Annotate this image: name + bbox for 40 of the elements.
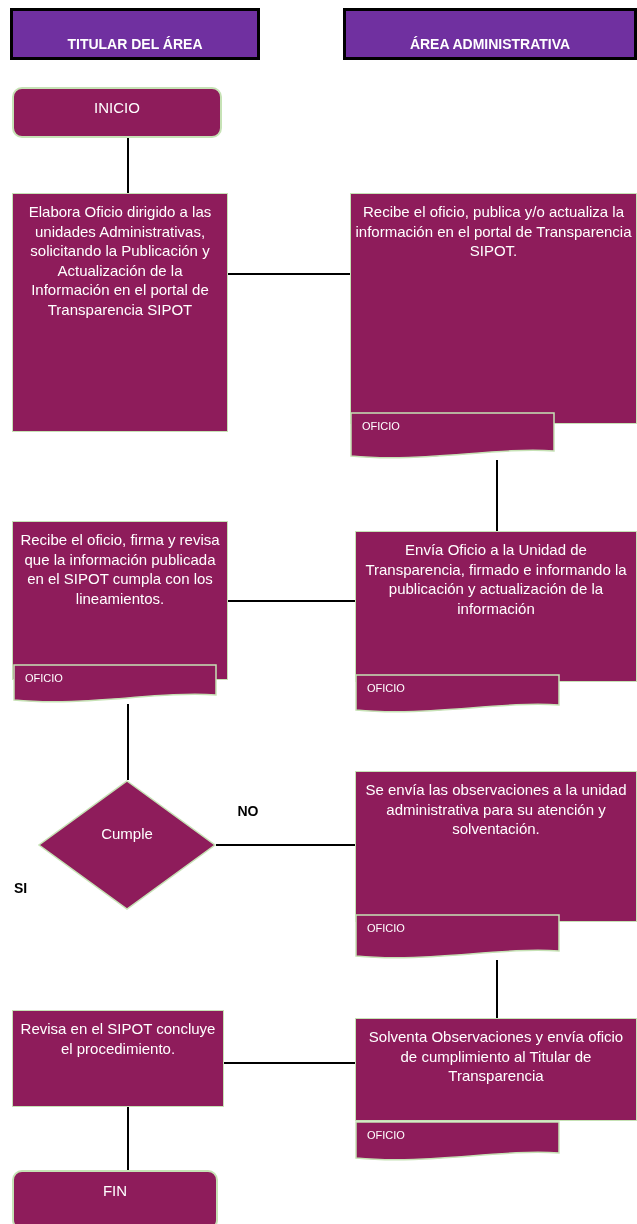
connector-line xyxy=(223,1062,356,1064)
node-text: INICIO xyxy=(94,99,140,117)
connector-line xyxy=(215,844,356,846)
node-text: TITULAR DEL ÁREA xyxy=(67,36,203,53)
connector-line xyxy=(227,600,356,602)
connector-line xyxy=(227,273,351,275)
connector-line xyxy=(496,459,498,532)
connector-line xyxy=(127,137,129,194)
decision-diamond xyxy=(38,780,216,910)
node-text: Revisa en el SIPOT concluye el procedimiento. xyxy=(19,1019,217,1058)
node-text: Recibe el oficio, publica y/o actualiza la información en el portal de Transparencia SIPOT. xyxy=(355,202,632,261)
document-shape xyxy=(355,1121,560,1162)
lane-header xyxy=(10,8,260,60)
terminator-box xyxy=(12,87,222,138)
node-text: Envía Oficio a la Unidad de Transparencia, firmado e informando la publicación y actualización de la información xyxy=(364,540,628,618)
edge-label: NO xyxy=(235,803,261,819)
connector-line xyxy=(127,1106,129,1171)
node-text: OFICIO xyxy=(367,682,405,696)
node-text: ÁREA ADMINISTRATIVA xyxy=(409,36,571,53)
document-shape xyxy=(13,664,217,704)
node-text: OFICIO xyxy=(362,420,400,434)
terminator-box xyxy=(12,1170,218,1224)
document-shape xyxy=(355,914,560,960)
node-text: Recibe el oficio, firma y revisa que la información publicada en el SIPOT cumpla con los lineamientos. xyxy=(19,530,221,608)
node-text: OFICIO xyxy=(367,922,405,936)
node-text: Elabora Oficio dirigido a las unidades Administrativas, solicitando la Publicación y Actualización de la Información en el portal de Transparencia SIPOT xyxy=(27,202,213,319)
connector-line xyxy=(127,703,129,781)
node-text: FIN xyxy=(102,1182,128,1200)
document-shape xyxy=(355,674,560,714)
lane-header xyxy=(343,8,637,60)
connector-line xyxy=(496,959,498,1019)
node-text: OFICIO xyxy=(25,672,63,686)
process-box xyxy=(12,1010,224,1107)
process-box xyxy=(12,193,228,432)
document-shape xyxy=(350,412,555,460)
node-text: Cumple xyxy=(101,825,153,843)
node-text: Solventa Observaciones y envía oficio de cumplimiento al Titular de Transparencia xyxy=(367,1027,625,1086)
node-text: Se envía las observaciones a la unidad administrativa para su atención y solventación. xyxy=(364,780,628,839)
node-text: OFICIO xyxy=(367,1129,405,1143)
branch-label: SI xyxy=(14,880,28,896)
